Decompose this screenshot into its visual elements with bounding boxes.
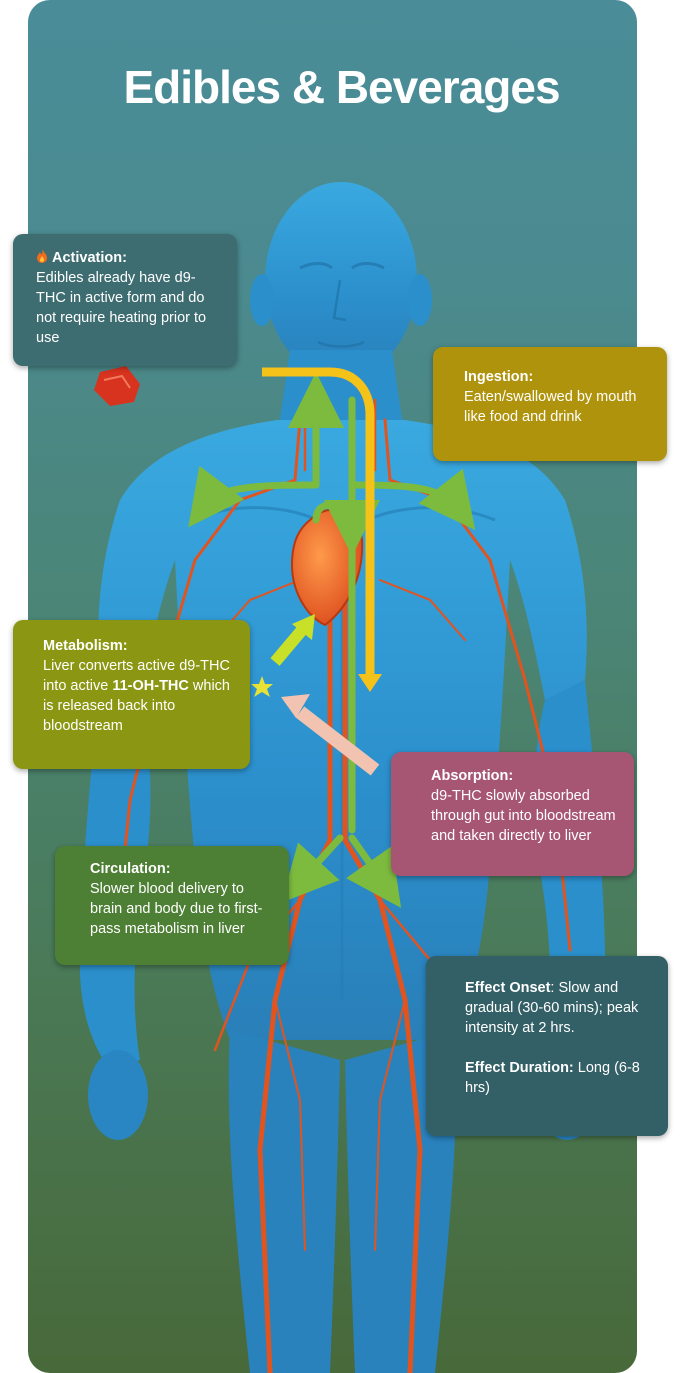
gummy-icon <box>94 366 140 406</box>
metabolism-arrow <box>270 614 315 666</box>
effect-onset-text: : Slow and gradual (30-60 mins); peak in… <box>465 980 639 1036</box>
absorption-text: d9-THC slowly absorbed through gut into … <box>431 788 616 844</box>
absorption-box: Absorption: d9-THC slowly absorbed throu… <box>391 752 634 876</box>
metabolism-compound: 11-OH-THC <box>112 678 189 694</box>
effect-onset-label: Effect Onset <box>465 980 551 996</box>
circulation-box: Circulation: Slower blood delivery to br… <box>55 846 289 965</box>
ingestion-heading: Ingestion: <box>464 369 534 385</box>
face <box>299 262 385 348</box>
effect-duration-label: Effect Duration: <box>465 1060 574 1076</box>
circulation-heading: Circulation: <box>90 861 171 877</box>
activation-heading-text: Activation: <box>52 250 127 266</box>
activation-box: Activation: Edibles already have d9-THC … <box>13 234 237 366</box>
circulation-text: Slower blood delivery to brain and body … <box>90 881 263 937</box>
page-title: Edibles & Beverages <box>123 61 560 113</box>
effect-spacer <box>465 1038 656 1058</box>
metabolism-heading: Metabolism: <box>43 638 128 654</box>
activation-text: Edibles already have d9-THC in active fo… <box>36 270 207 346</box>
metabolism-text-after: which is released back into bloodstream <box>43 678 230 734</box>
effect-box: Effect Onset: Slow and gradual (30-60 mi… <box>426 956 668 1136</box>
fire-icon <box>37 249 47 263</box>
ingestion-box: Ingestion: Eaten/swallowed by mouth like… <box>433 347 667 461</box>
effect-duration-text: Long (6-8 hrs) <box>465 1060 640 1096</box>
absorption-arrow <box>281 694 380 776</box>
effect-duration: Effect Duration: Long (6-8 hrs) <box>465 1058 656 1098</box>
ingestion-text: Eaten/swallowed by mouth like food and d… <box>464 389 637 425</box>
ingestion-arrow <box>262 367 382 692</box>
liver-star-icon <box>251 676 273 697</box>
metabolism-text-before: Liver converts active d9-THC into active <box>43 658 230 694</box>
effect-onset: Effect Onset: Slow and gradual (30-60 mi… <box>465 978 656 1038</box>
absorption-heading: Absorption: <box>431 768 514 784</box>
metabolism-box: Metabolism: Liver converts active d9-THC… <box>13 620 250 769</box>
activation-heading: Activation: <box>36 248 223 268</box>
